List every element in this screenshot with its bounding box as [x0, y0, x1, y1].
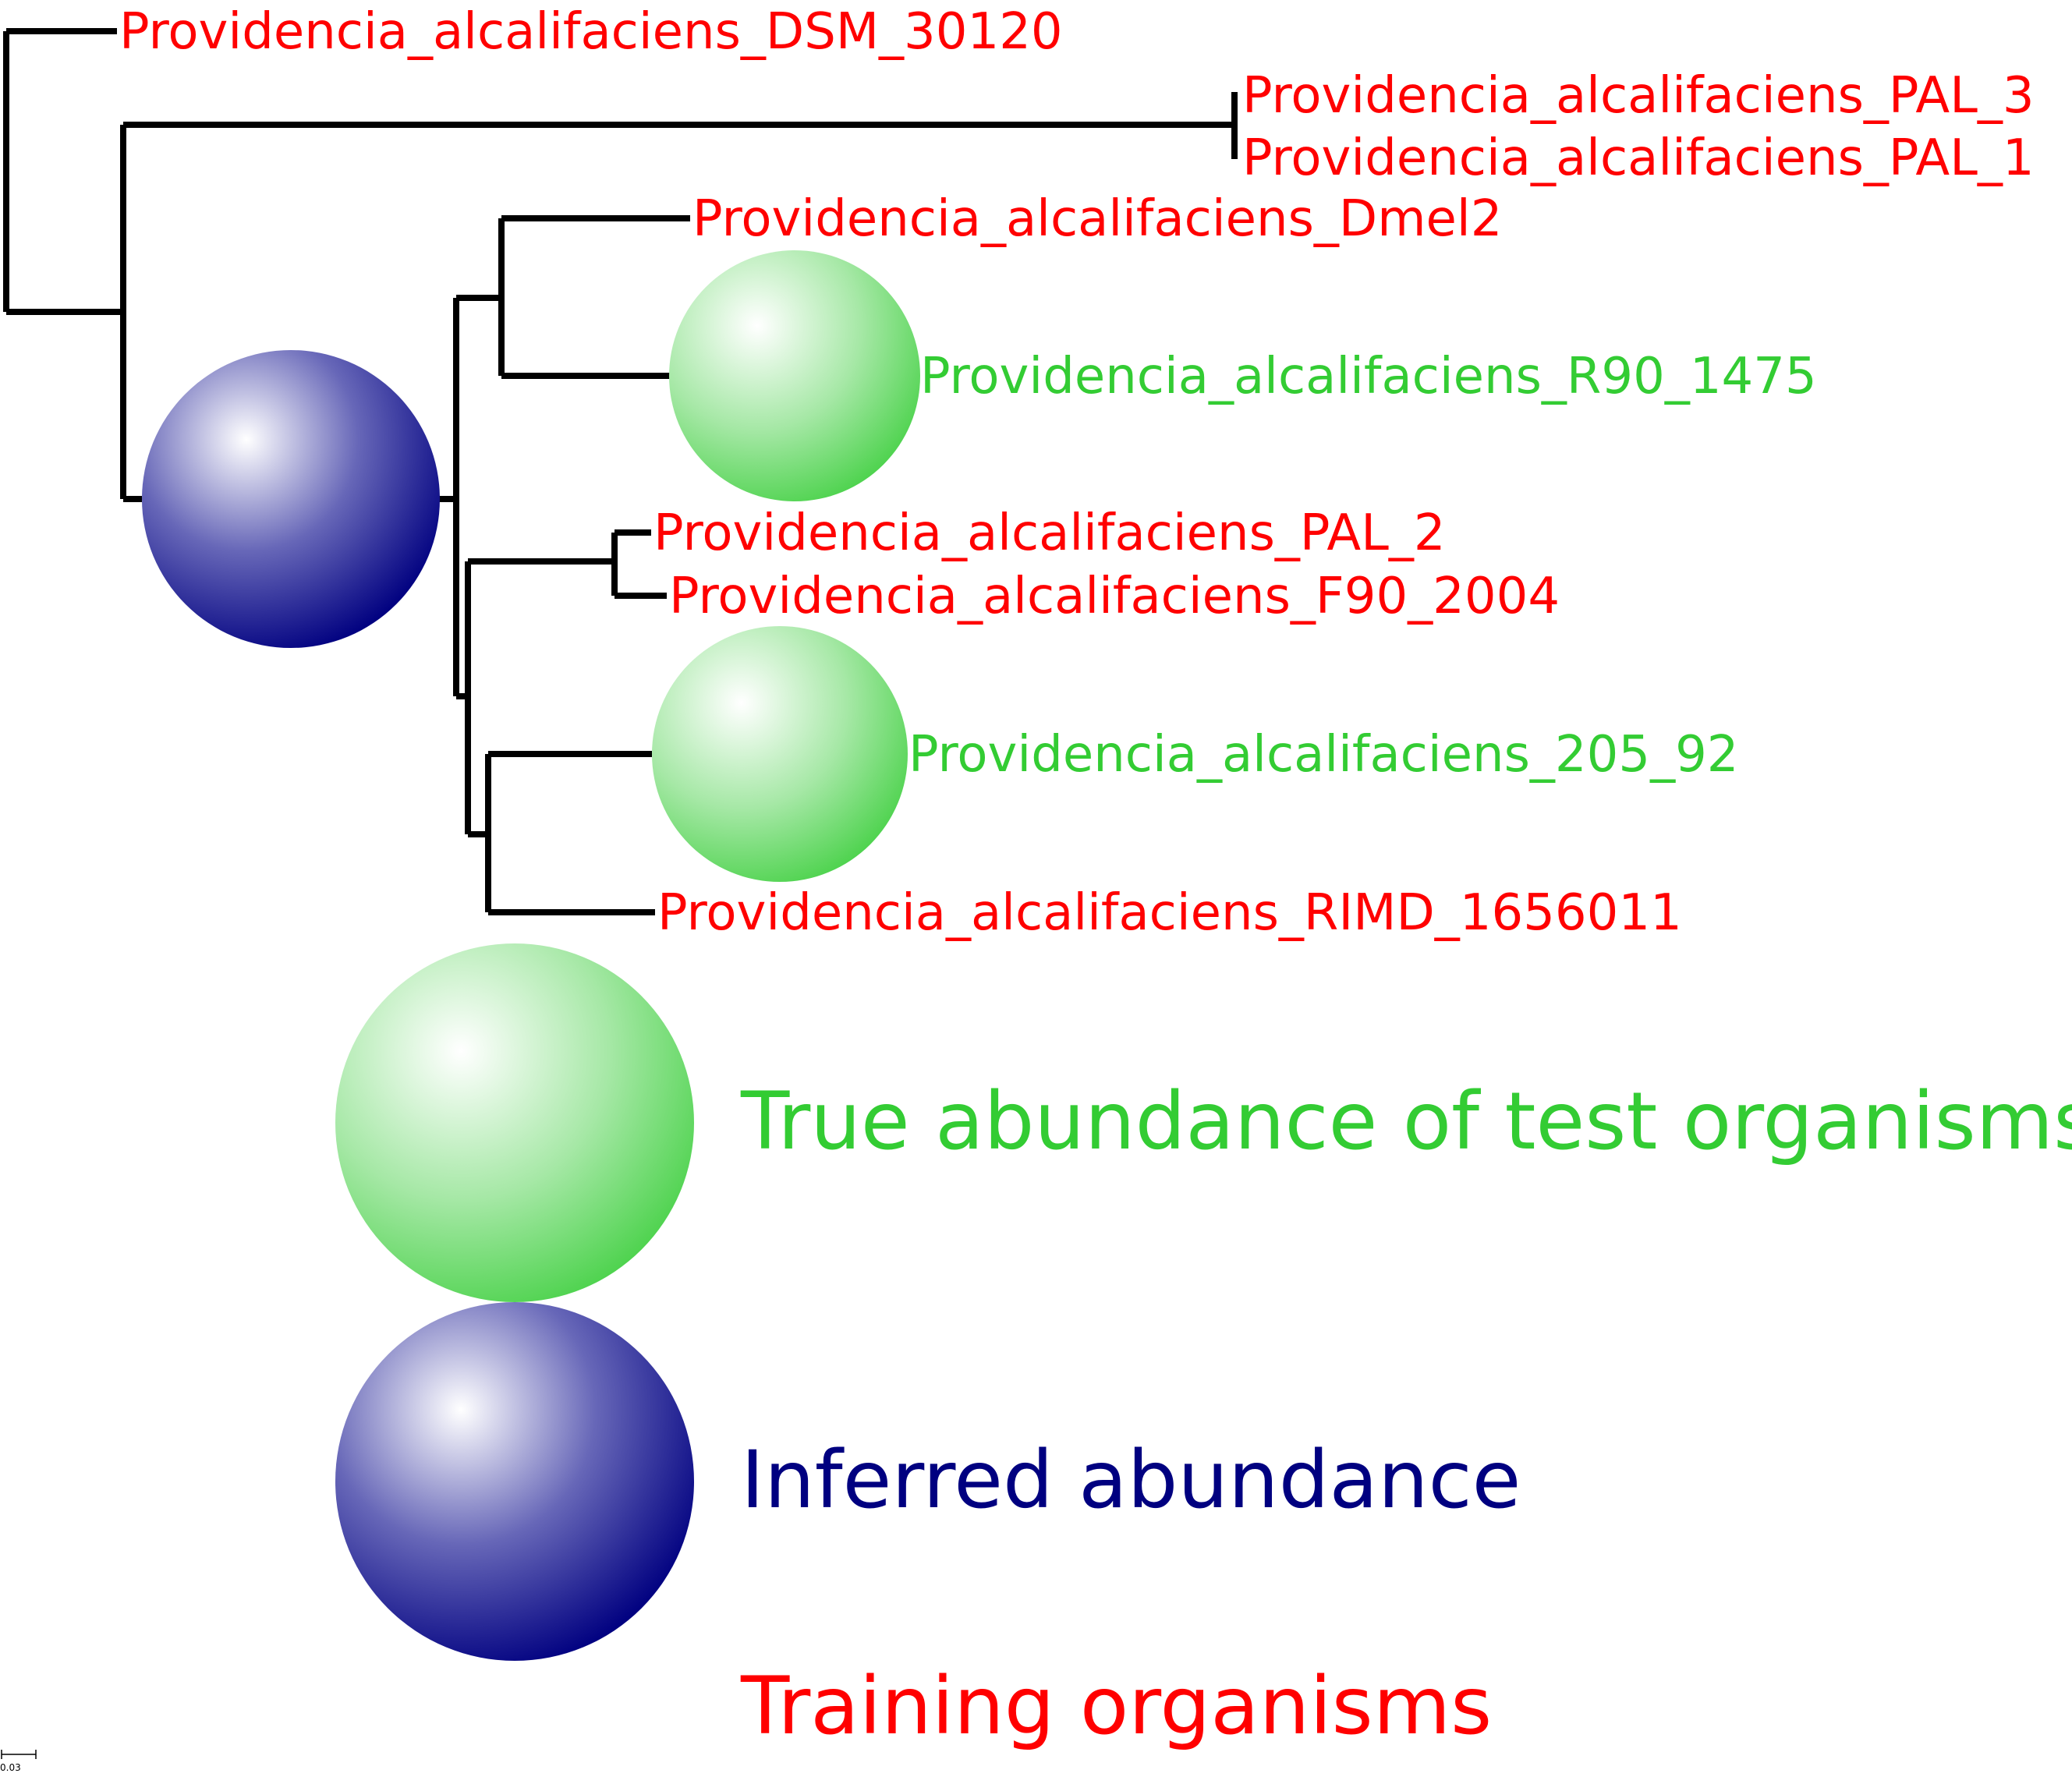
- leaf-label-dsm-30120: Providencia_alcalifaciens_DSM_30120: [119, 3, 1063, 61]
- leaf-label-r90-1475: Providencia_alcalifaciens_R90_1475: [920, 348, 1817, 405]
- legend: True abundance of test organisms Inferre…: [335, 943, 2072, 1753]
- scale-bar-line: [1, 1750, 37, 1759]
- leaf-label-dmel2: Providencia_alcalifaciens_Dmel2: [692, 190, 1502, 248]
- leaf-label-f90-2004: Providencia_alcalifaciens_F90_2004: [669, 568, 1560, 625]
- test-abundance-bubble-r90-1475: [669, 250, 920, 501]
- leaf-label-pal-1: Providencia_alcalifaciens_PAL_1: [1242, 129, 2035, 187]
- scale-bar-label: 0.03: [0, 1762, 21, 1773]
- legend-training-label: Training organisms: [740, 1660, 1492, 1753]
- leaf-label-pal-2: Providencia_alcalifaciens_PAL_2: [653, 504, 1446, 562]
- leaf-label-205-92: Providencia_alcalifaciens_205_92: [908, 726, 1739, 784]
- leaf-label-rimd-1656011: Providencia_alcalifaciens_RIMD_1656011: [657, 884, 1682, 942]
- scale-bar: 0.03: [0, 1750, 37, 1773]
- legend-inferred-bubble: [335, 1302, 694, 1661]
- inferred-abundance-bubble: [142, 350, 440, 648]
- legend-inferred-label: Inferred abundance: [741, 1434, 1521, 1527]
- tree-branches: [3, 28, 1238, 915]
- leaf-labels: Providencia_alcalifaciens_DSM_30120 Prov…: [119, 3, 2035, 942]
- leaf-label-pal-3: Providencia_alcalifaciens_PAL_3: [1242, 67, 2035, 125]
- legend-test-bubble: [335, 943, 694, 1302]
- test-abundance-bubble-205-92: [652, 626, 908, 882]
- legend-test-label: True abundance of test organisms: [740, 1075, 2072, 1168]
